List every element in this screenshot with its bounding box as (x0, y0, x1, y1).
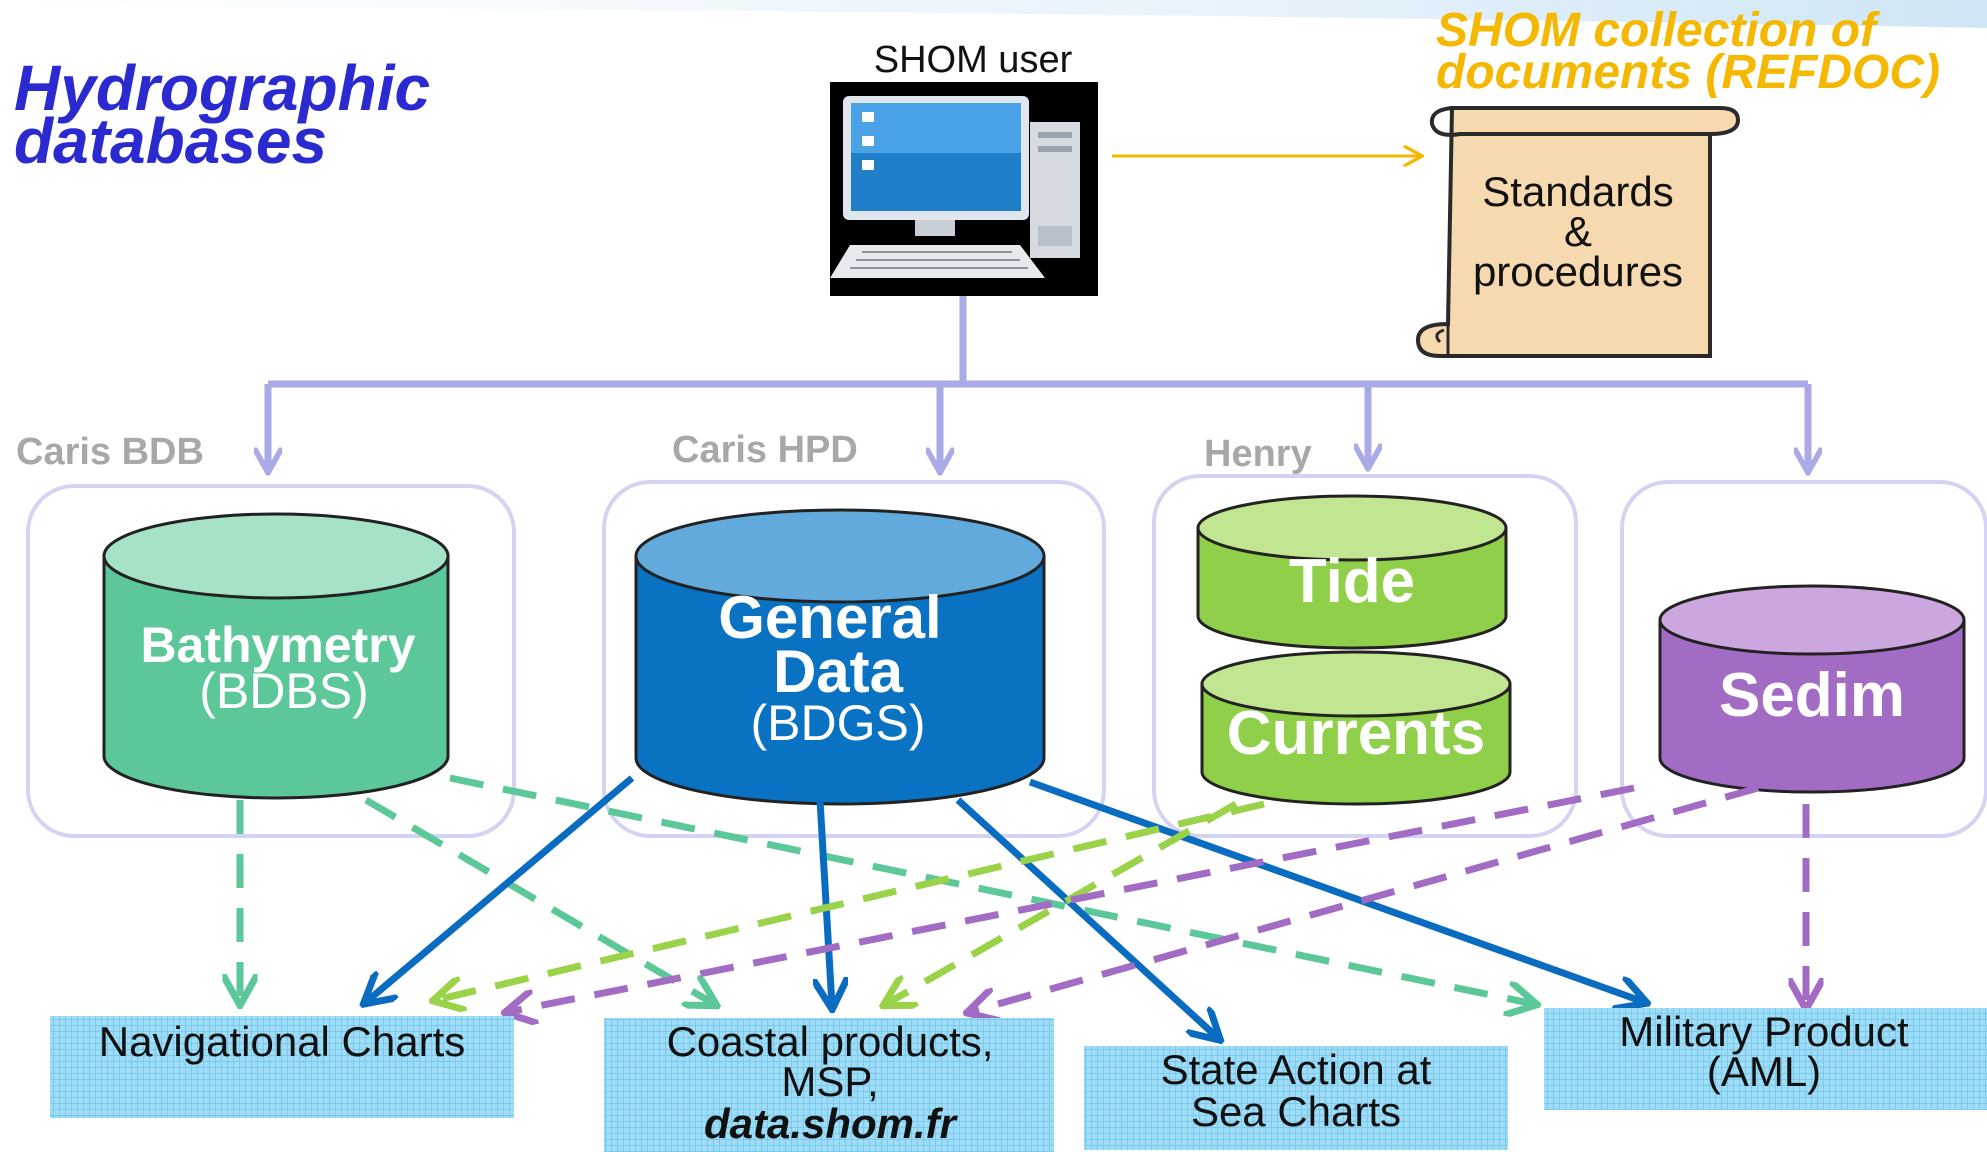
top-band-decoration (0, 0, 1987, 28)
refdoc-title-line2: documents (REFDOC) (1436, 46, 1940, 99)
title-line1: Hydrographic (14, 52, 430, 124)
scroll-line3: procedures (1473, 248, 1683, 295)
database-tide (1196, 494, 1508, 650)
bathymetry-sub-label: (BDBS) (199, 663, 368, 719)
product-state-action-line1: State Action at (1161, 1046, 1432, 1093)
general-data-sub-label: (BDGS) (751, 695, 926, 751)
shom-user-label: SHOM user (874, 39, 1073, 81)
product-coastal-line1: Coastal products, (667, 1018, 994, 1065)
database-sedim (1658, 584, 1966, 794)
currents-label: Currents (1227, 699, 1485, 768)
system-label-caris-hpd: Caris HPD (672, 429, 858, 471)
scroll-icon (1415, 106, 1741, 358)
general-data-label-line2: Data (773, 638, 904, 705)
sedim-label: Sedim (1719, 661, 1905, 730)
refdoc-title-line1: SHOM collection of (1436, 4, 1880, 57)
product-state-action-line2: Sea Charts (1191, 1088, 1401, 1135)
tide-currents-links (436, 800, 1265, 1004)
connector-tree (268, 296, 1808, 388)
title-line2: databases (14, 105, 327, 177)
product-military-line1: Military Product (1619, 1008, 1909, 1055)
product-navigational-charts-label: Navigational Charts (99, 1018, 466, 1065)
product-coastal-line3: data.shom.fr (704, 1100, 959, 1147)
container-caris-bdb (26, 484, 516, 838)
product-navigational-charts (50, 1016, 514, 1118)
database-bathymetry (102, 512, 450, 800)
general-data-label-line1: General (718, 584, 941, 651)
system-label-caris-bdb: Caris BDB (16, 431, 204, 473)
scroll-line2: & (1564, 208, 1592, 255)
sedim-links (508, 784, 1806, 1012)
bathymetry-label: Bathymetry (140, 617, 415, 673)
scroll-line1: Standards (1482, 168, 1673, 215)
database-currents (1200, 650, 1512, 806)
product-military (1544, 1008, 1987, 1110)
desktop-computer-icon (830, 82, 1098, 296)
product-coastal-line2: MSP, (781, 1058, 878, 1105)
product-coastal (604, 1018, 1054, 1152)
product-state-action (1084, 1046, 1508, 1150)
container-henry (1152, 474, 1578, 838)
container-caris-hpd (602, 480, 1106, 838)
general-data-links (366, 775, 1644, 1038)
bathymetry-links (240, 774, 1534, 1004)
tide-label: Tide (1289, 547, 1415, 616)
database-general-data (634, 508, 1046, 806)
product-military-line2: (AML) (1707, 1048, 1821, 1095)
system-label-henry: Henry (1204, 433, 1312, 475)
